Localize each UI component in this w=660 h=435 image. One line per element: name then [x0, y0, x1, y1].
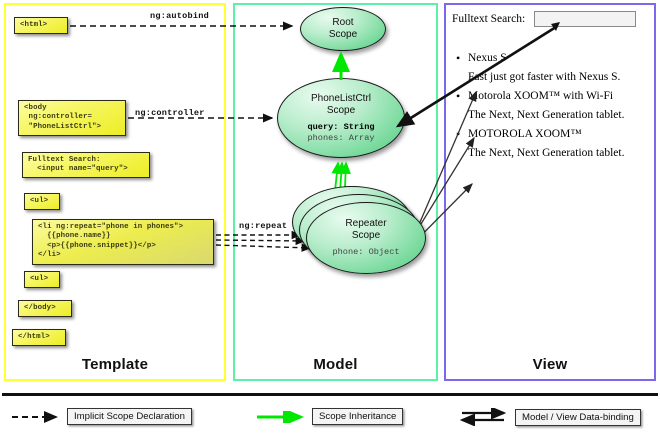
scope-prop-query: query: String [307, 122, 375, 132]
repeater-scope-props: phone: Object [332, 247, 399, 258]
phone-snippet: Fast just got faster with Nexus S. [468, 71, 621, 83]
ul-open-tag-box: <ul> [24, 193, 60, 210]
phone-name: MOTOROLA XOOM™ [452, 127, 650, 142]
html-open-tag-box: <html> [14, 17, 68, 34]
ng-repeat-label: ng:repeat [239, 221, 288, 231]
phonelistctrl-scope-props: query: String phones: Array [307, 122, 374, 143]
html-close-tag-box: </html> [12, 329, 66, 346]
legend-implicit-scope-declaration-label: Implicit Scope Declaration [67, 408, 192, 425]
legend-divider [2, 393, 658, 396]
legend-scope-inheritance-label: Scope Inheritance [312, 408, 404, 425]
legend-implicit-scope-declaration: Implicit Scope Declaration [10, 408, 192, 425]
phone-snippet: The Next, Next Generation tablet. [468, 147, 625, 159]
legend: Implicit Scope Declaration Scope Inherit… [0, 400, 660, 435]
double-arrow-icon [459, 408, 507, 426]
body-open-tag-box: <body ng:controller= "PhoneListCtrl"> [18, 100, 126, 136]
fulltext-search-markup-box: Fulltext Search: <input name="query"> [22, 152, 150, 178]
column-label-model: Model [313, 356, 358, 373]
view-search-label: Fulltext Search: [452, 13, 526, 26]
dashed-arrow-icon [12, 410, 58, 423]
ng-autobind-label: ng:autobind [150, 11, 209, 21]
green-arrow-icon [257, 410, 304, 423]
column-label-view: View [532, 356, 568, 373]
body-close-tag-box: </body> [18, 300, 72, 317]
phone-name: Nexus S [452, 51, 650, 66]
legend-model-view-data-binding: Model / View Data-binding [458, 408, 641, 426]
scope-prop-phone: phone: Object [332, 247, 400, 258]
column-label-template: Template [81, 356, 149, 373]
phone-snippet: The Next, Next Generation tablet. [468, 109, 625, 121]
ng-controller-label: ng:controller [135, 108, 205, 118]
legend-model-view-data-binding-label: Model / View Data-binding [515, 408, 641, 426]
li-repeat-markup-box: <li ng:repeat="phone in phones"> {{phone… [32, 219, 214, 265]
scope-prop-phones: phones: Array [307, 132, 375, 143]
list-item[interactable]: MOTOROLA XOOM™ The Next, Next Generation… [452, 127, 650, 159]
view-phone-list: Nexus S Fast just got faster with Nexus … [452, 51, 650, 159]
phone-name: Motorola XOOM™ with Wi-Fi [452, 89, 650, 104]
list-item[interactable]: Motorola XOOM™ with Wi-Fi The Next, Next… [452, 89, 650, 121]
legend-scope-inheritance: Scope Inheritance [255, 408, 404, 425]
ul-close-tag-box: <ul> [24, 271, 60, 288]
view-content: Fulltext Search: Nexus S Fast just got f… [452, 10, 650, 166]
list-item[interactable]: Nexus S Fast just got faster with Nexus … [452, 51, 650, 83]
column-template: Template [4, 3, 226, 381]
view-search-input[interactable] [534, 11, 637, 28]
